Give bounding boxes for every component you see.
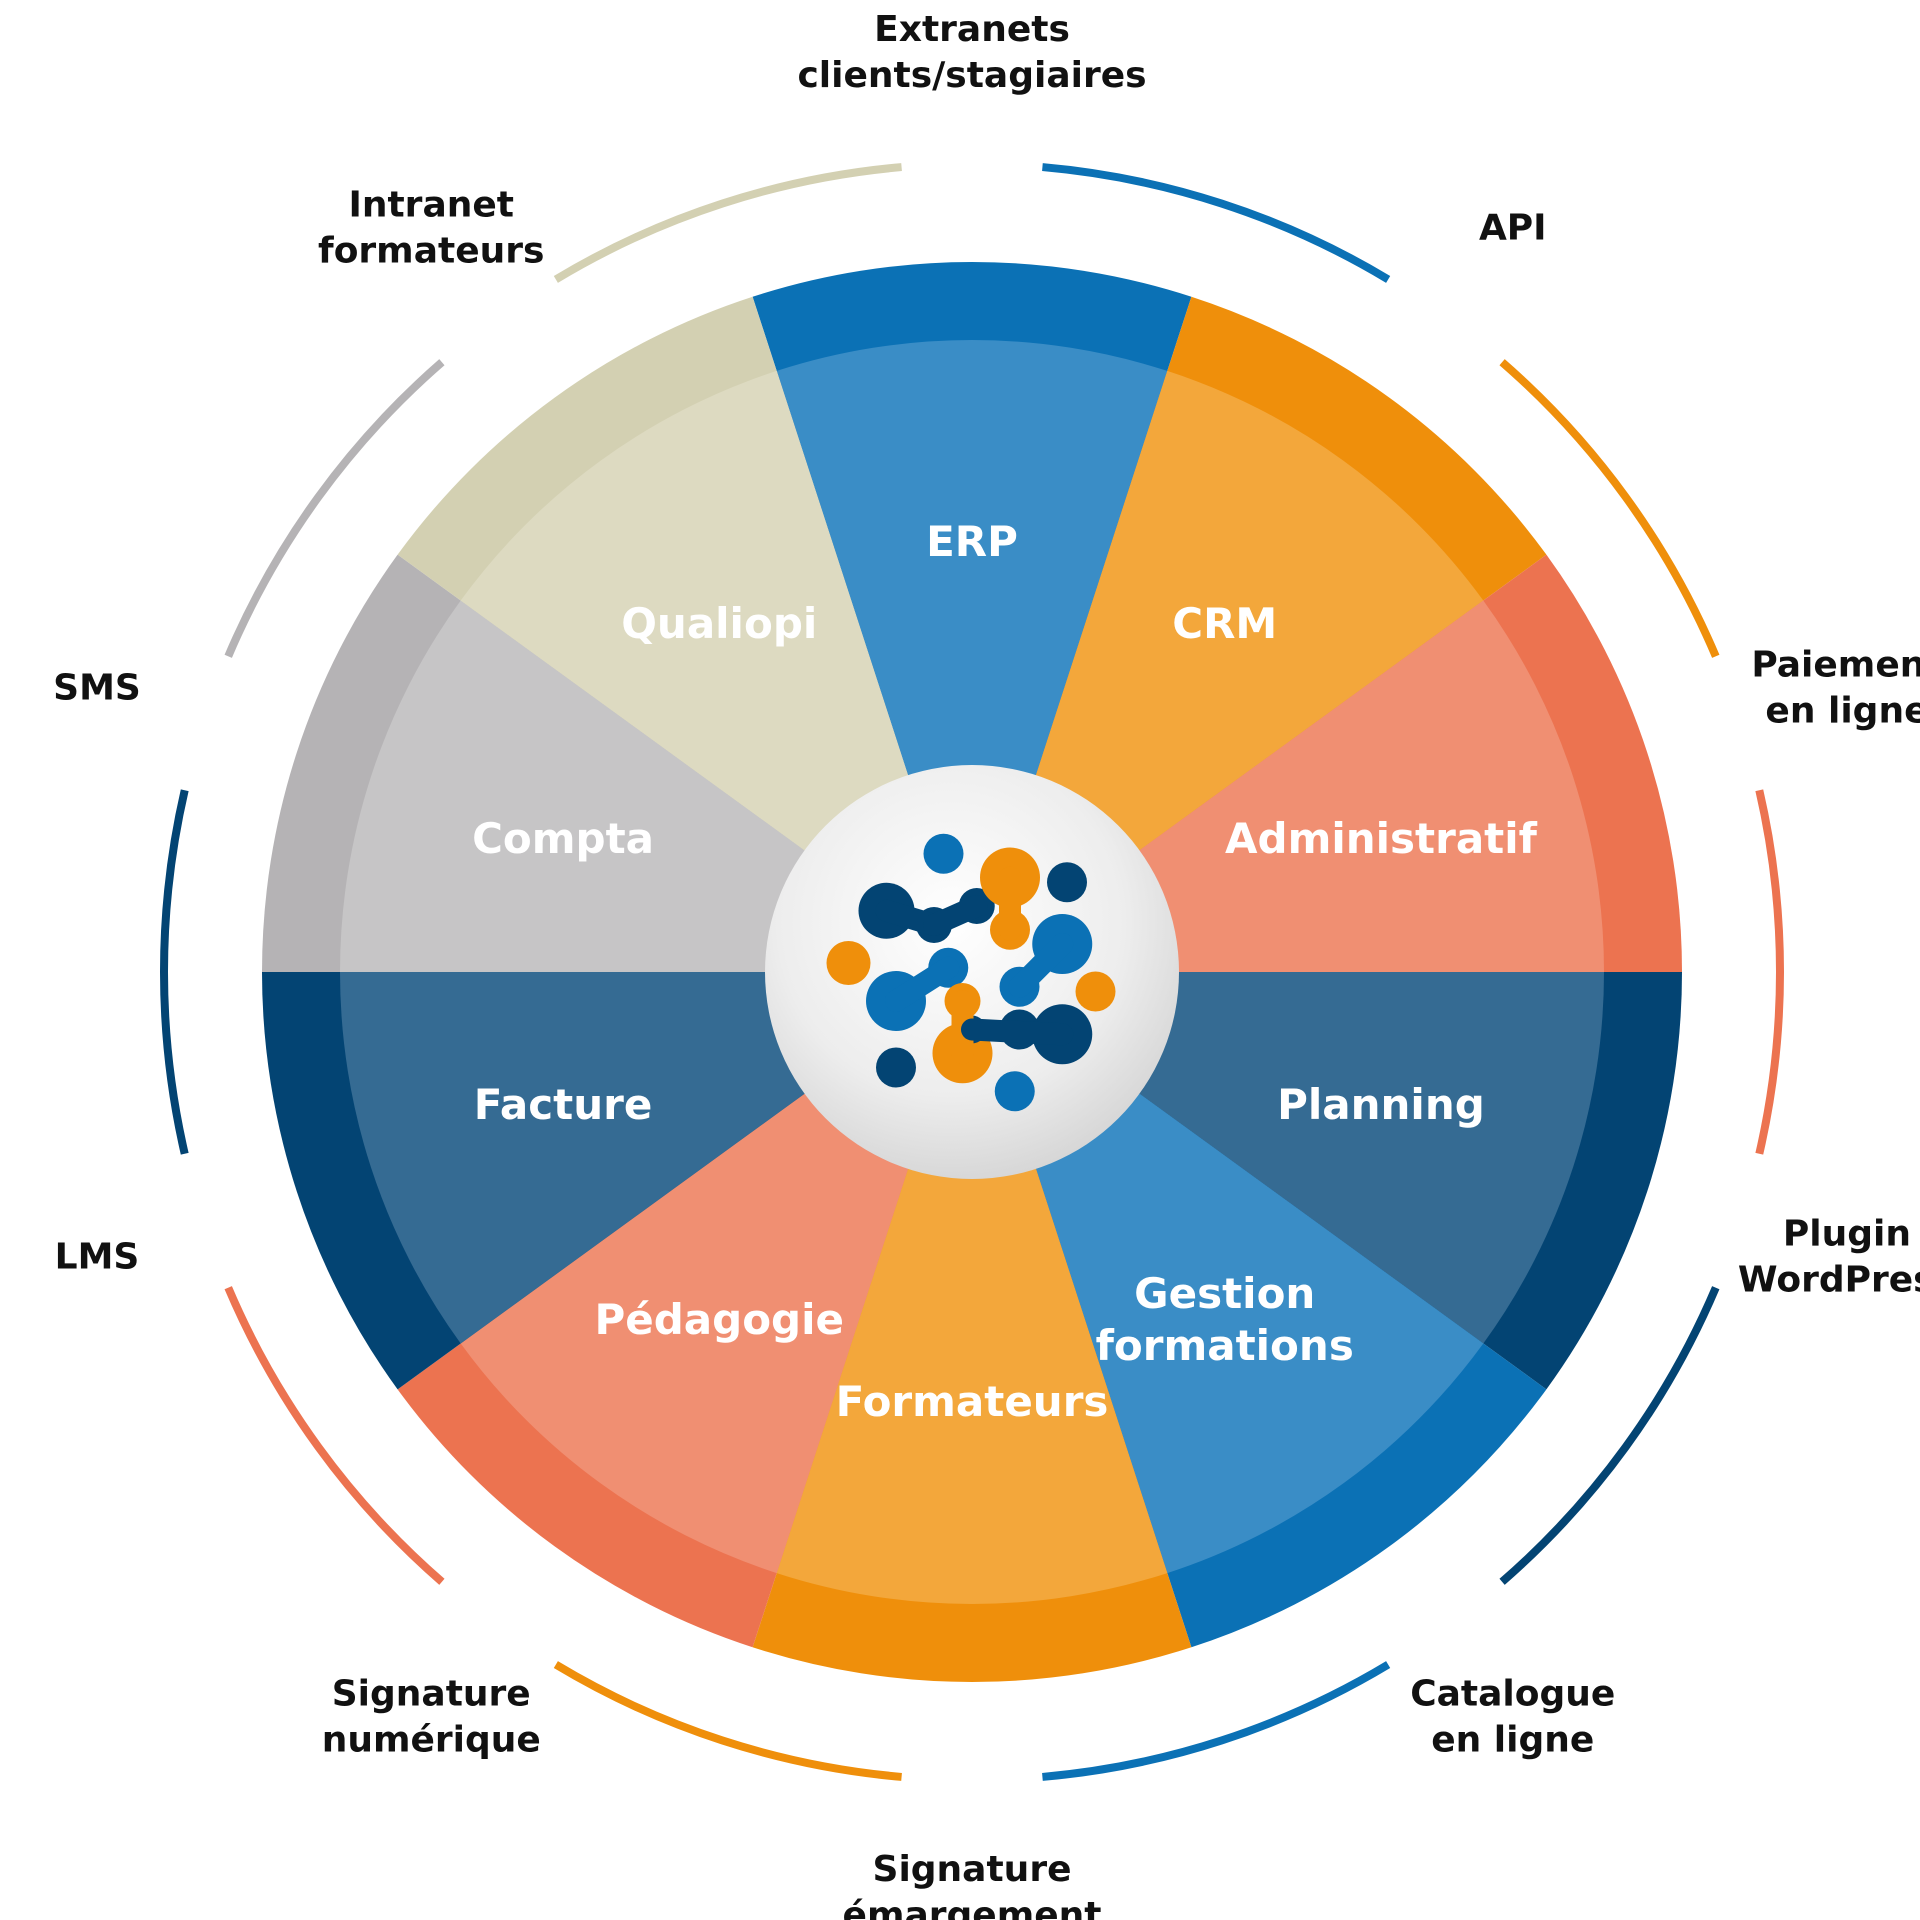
segment-label-line: Administratif xyxy=(1225,814,1538,863)
integration-label-line: en ligne xyxy=(1431,1719,1594,1760)
segment-label-pedagogie: Pédagogie xyxy=(594,1295,844,1344)
segment-label-line: Facture xyxy=(474,1080,653,1129)
connector-arc xyxy=(224,359,445,658)
integration-labels-layer: Intranet formateurs Extranets clients/stagi… xyxy=(53,9,1920,1920)
integration-label-line: Catalogue xyxy=(1410,1673,1615,1714)
integration-label-line: Signature xyxy=(873,1849,1072,1890)
integration-label-api: API xyxy=(1479,208,1547,249)
integration-label-line: formateurs xyxy=(318,231,544,272)
segment-label-facture: Facture xyxy=(474,1080,653,1129)
integration-label-line: en ligne xyxy=(1765,691,1920,732)
connector-arc xyxy=(1042,163,1391,283)
segment-inner-formateurs xyxy=(776,972,1168,1604)
connector-arc xyxy=(1499,359,1720,658)
connector-arcs-layer xyxy=(160,163,1784,1781)
connector-arc xyxy=(1042,1661,1391,1781)
connector-arc xyxy=(553,163,902,283)
segment-label-line: Planning xyxy=(1277,1080,1485,1129)
segment-label-line: formations xyxy=(1096,1321,1354,1370)
integration-label-line: SMS xyxy=(53,668,141,709)
integration-label-lms: LMS xyxy=(55,1236,140,1277)
integration-label-line: Intranet xyxy=(348,185,514,226)
segment-inner-erp xyxy=(776,340,1168,973)
segment-label-line: ERP xyxy=(926,517,1018,566)
integration-label-line: émargement xyxy=(843,1895,1102,1920)
integration-label-line: Extranets xyxy=(874,9,1070,50)
integration-label-extranets-clients-stagiaires: Extranets clients/stagiaires xyxy=(797,9,1146,96)
segment-label-line: CRM xyxy=(1172,599,1277,648)
segment-label-line: Formateurs xyxy=(836,1377,1109,1426)
segment-label-qualiopi: Qualiopi xyxy=(621,599,817,648)
molecule-logo-icon xyxy=(826,833,1116,1112)
connector-arc xyxy=(1499,1286,1720,1585)
integration-label-line: WordPress xyxy=(1738,1259,1920,1300)
connector-arc xyxy=(224,1286,445,1585)
connector-arc xyxy=(1755,789,1784,1155)
integration-label-line: Signature xyxy=(332,1673,531,1714)
segment-label-compta: Compta xyxy=(472,814,654,863)
integration-label-catalogue-en-ligne: Catalogue en ligne xyxy=(1410,1673,1615,1760)
segment-label-planning: Planning xyxy=(1277,1080,1485,1129)
integration-label-plugin-wordpress: PluginWordPress xyxy=(1738,1213,1920,1300)
connector-arc xyxy=(553,1661,902,1781)
integration-label-line: Paiement xyxy=(1751,645,1920,686)
integration-label-intranet-formateurs: Intranet formateurs xyxy=(318,185,544,272)
integration-label-line: numérique xyxy=(322,1719,541,1760)
integration-label-signature-numerique: Signature numérique xyxy=(322,1673,541,1760)
hub-disc xyxy=(765,765,1179,1179)
center-hub xyxy=(765,765,1179,1179)
segment-label-formateurs: Formateurs xyxy=(836,1377,1109,1426)
integration-label-sms: SMS xyxy=(53,668,141,709)
integration-label-line: Plugin xyxy=(1783,1213,1911,1254)
integration-label-signature-emargement: Signature émargement xyxy=(843,1849,1102,1920)
integration-label-line: clients/stagiaires xyxy=(797,55,1146,96)
integration-label-line: LMS xyxy=(55,1236,140,1277)
segment-label-administratif: Administratif xyxy=(1225,814,1538,863)
segment-label-line: Gestion xyxy=(1134,1269,1315,1318)
connector-arc xyxy=(160,789,189,1155)
integration-label-line: API xyxy=(1479,208,1547,249)
segment-label-line: Pédagogie xyxy=(594,1295,844,1344)
segment-label-erp: ERP xyxy=(926,517,1018,566)
segment-label-line: Compta xyxy=(472,814,654,863)
integration-label-paiement-en-ligne: Paiement en ligne xyxy=(1751,645,1920,732)
segment-label-crm: CRM xyxy=(1172,599,1277,648)
segment-label-line: Qualiopi xyxy=(621,599,817,648)
